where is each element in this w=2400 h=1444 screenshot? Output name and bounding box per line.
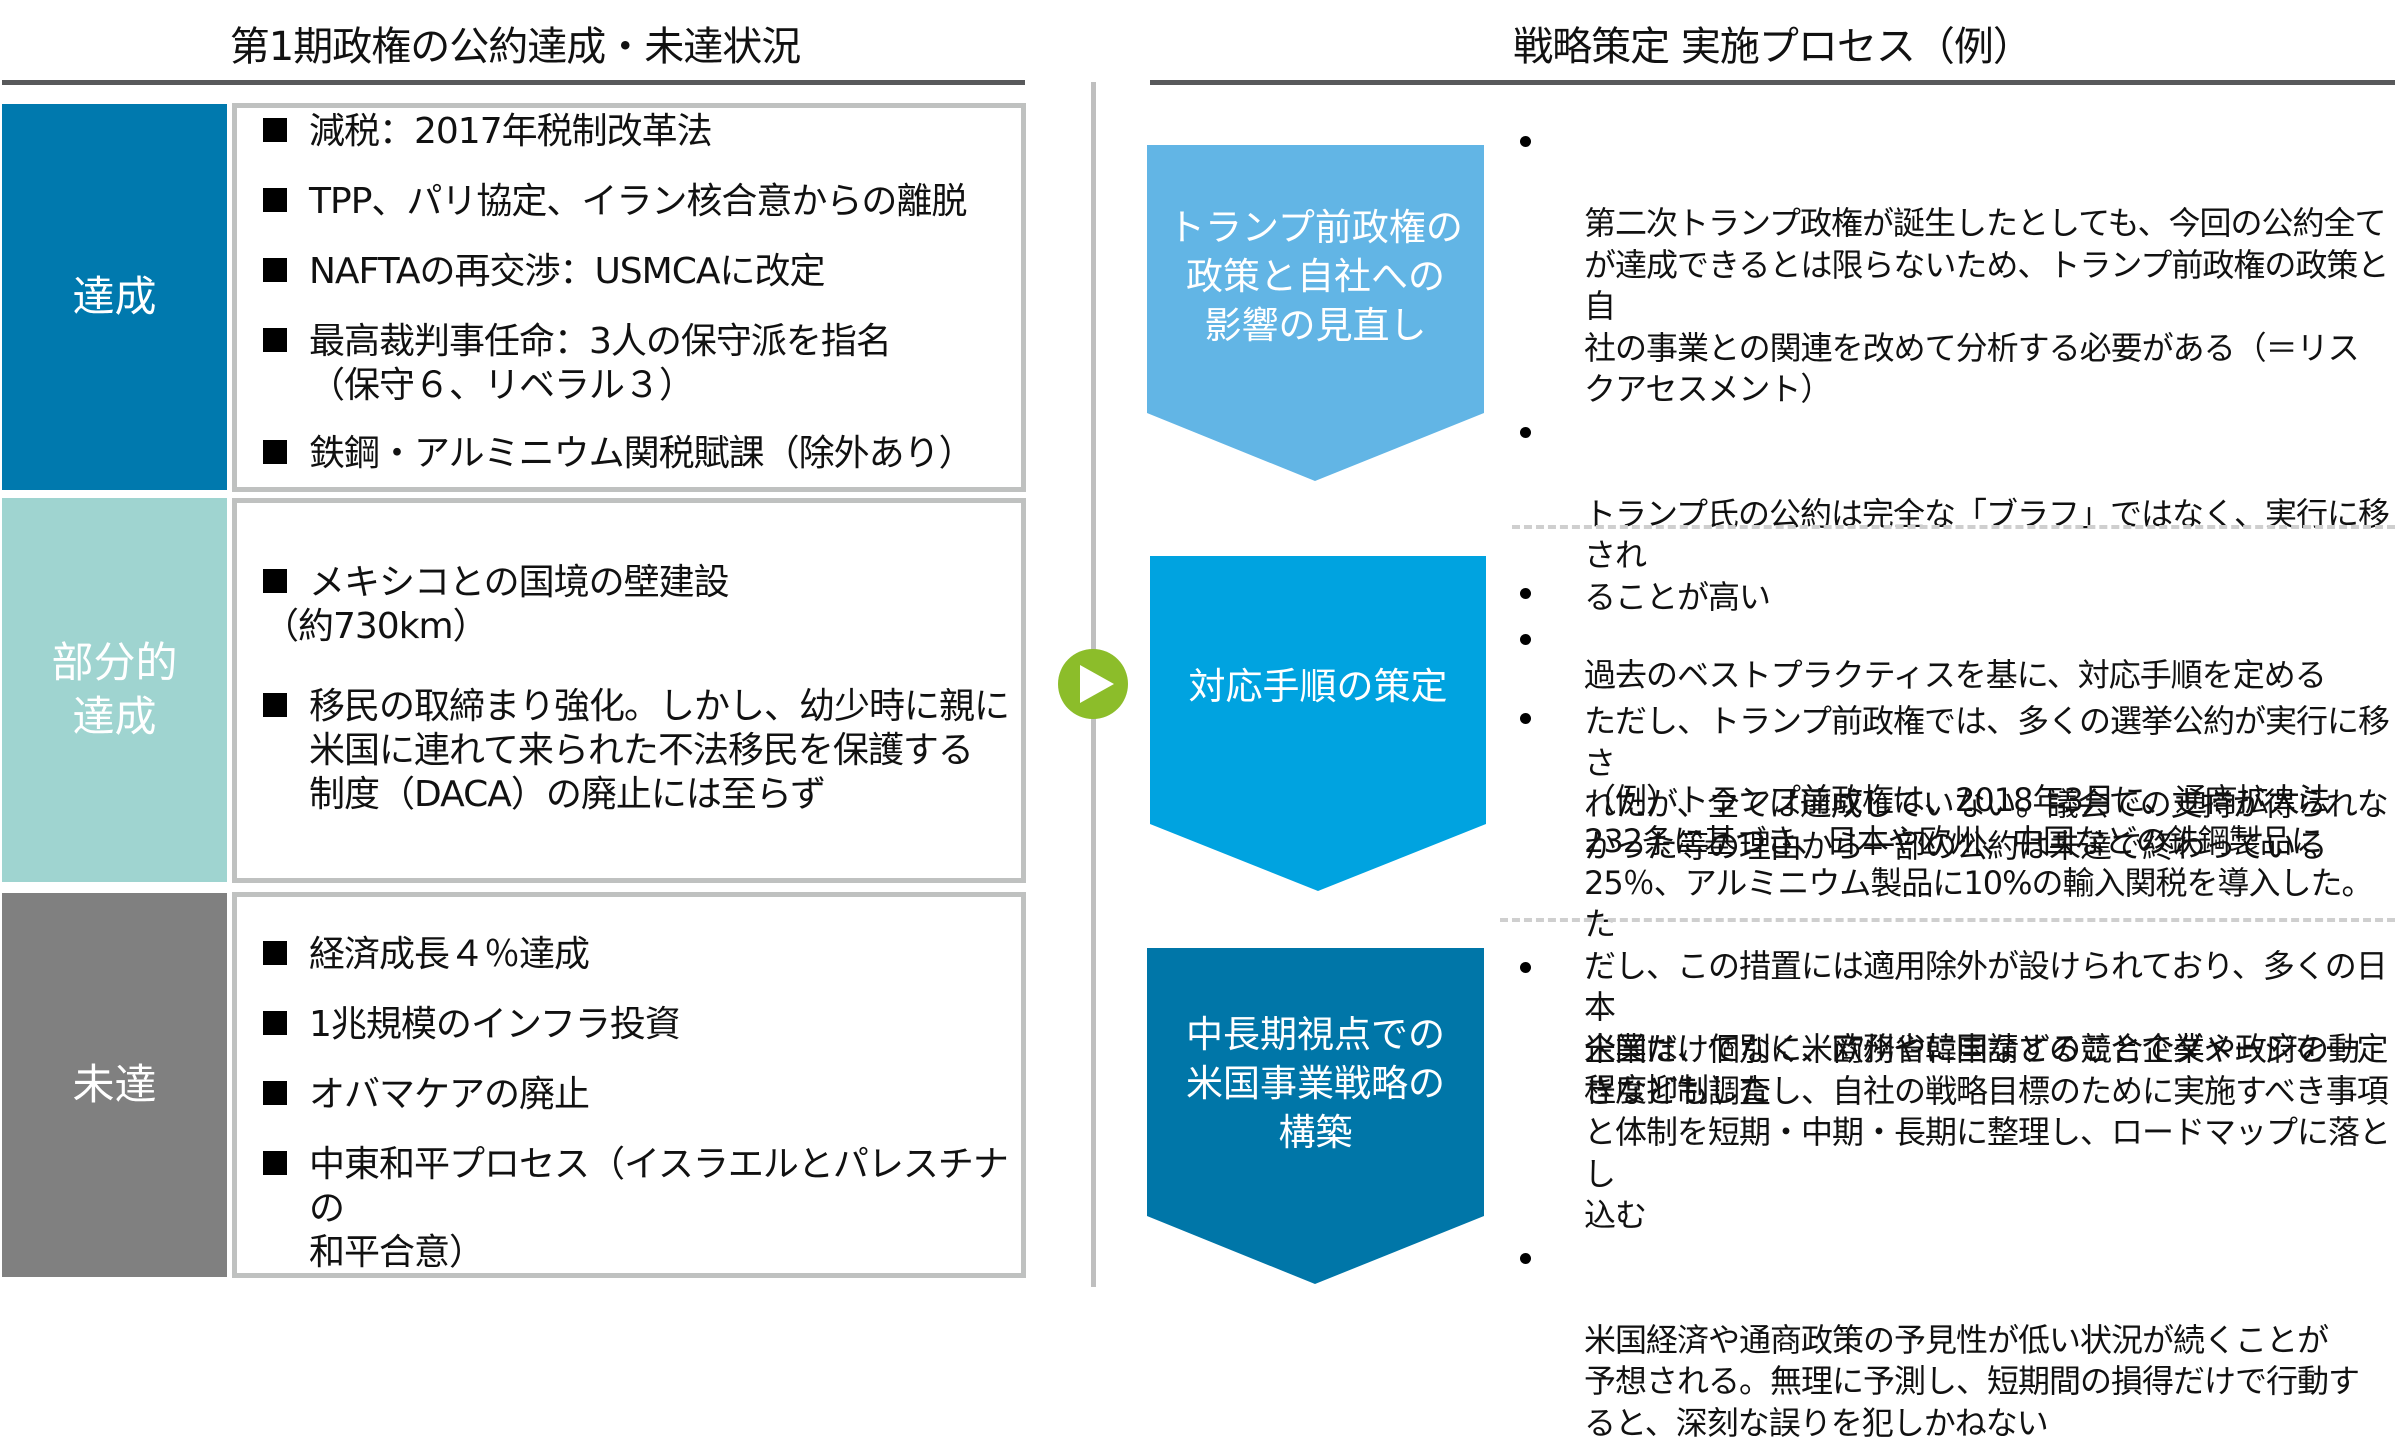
bullet-item: 第二次トランプ政権が誕生したとしても、今回の公約全て が達成できるとは限らないた… (1512, 120, 2392, 411)
category-label-unachieved: 未達 (2, 893, 227, 1277)
bullet-dot-icon (1520, 427, 1531, 438)
category-label-achieved: 達成 (2, 104, 227, 490)
step-3-label: 中長期視点での 米国事業戦略の 構築 (1147, 1010, 1484, 1157)
square-bullet-icon (263, 258, 287, 282)
list-item: 最高裁判事任命：3人の保守派を指名 （保守６、リベラル３） (263, 320, 891, 408)
category-label-partial: 部分的 達成 (2, 498, 227, 882)
right-panel-title: 戦略策定 実施プロセス（例） (1150, 14, 2395, 72)
achieved-items-box: 減税：2017年税制改革法 TPP、パリ協定、イラン核合意からの離脱 NAFTA… (232, 103, 1026, 492)
square-bullet-icon (263, 118, 287, 142)
left-title-rule (2, 80, 1025, 85)
bullet-dot-icon (1520, 1253, 1531, 1264)
list-item: 減税：2017年税制改革法 (263, 110, 712, 154)
square-bullet-icon (263, 1151, 287, 1175)
process-step-3: 中長期視点での 米国事業戦略の 構築 (1147, 948, 1484, 1284)
step-2-label: 対応手順の策定 (1150, 662, 1486, 711)
partial-items-box: メキシコとの国境の壁建設（約730km） 移民の取締まり強化。しかし、幼少時に親… (232, 498, 1026, 883)
unachieved-items-box: 経済成長４％達成 1兆規模のインフラ投資 オバマケアの廃止 中東和平プロセス（イ… (232, 892, 1026, 1278)
step-3-bullets: 米国だけでなく、欧州や韓国などの競合企業や政府の動 きなども調査し、自社の戦略目… (1512, 946, 2392, 1444)
list-item: 中東和平プロセス（イスラエルとパレスチナの 和平合意） (263, 1143, 1021, 1275)
list-item: 移民の取締まり強化。しかし、幼少時に親に 米国に連れて来られた不法移民を保護する… (263, 685, 1009, 817)
play-icon (1058, 649, 1128, 719)
bullet-dot-icon (1520, 713, 1531, 724)
chevron-down-shape (1150, 556, 1486, 891)
bullet-dot-icon (1520, 136, 1531, 147)
list-item: NAFTAの再交渉：USMCAに改定 (263, 250, 824, 294)
list-item: オバマケアの廃止 (263, 1073, 589, 1117)
bullet-item: 過去のベストプラクティスを基に、対応手順を定める (1512, 572, 2392, 697)
bullet-item: 米国経済や通商政策の予見性が低い状況が続くことが 予想される。無理に予測し、短期… (1512, 1237, 2392, 1444)
list-item: 鉄鋼・アルミニウム関税賦課（除外あり） (263, 432, 974, 476)
process-step-1: トランプ前政権の 政策と自社への 影響の見直し (1147, 145, 1484, 481)
square-bullet-icon (263, 328, 287, 352)
left-panel-title: 第1期政権の公約達成・未達状況 (0, 14, 1030, 72)
step-1-label: トランプ前政権の 政策と自社への 影響の見直し (1147, 203, 1484, 350)
square-bullet-icon (263, 440, 287, 464)
bullet-dot-icon (1520, 588, 1531, 599)
square-bullet-icon (263, 1081, 287, 1105)
square-bullet-icon (263, 1011, 287, 1035)
list-item: 経済成長４％達成 (263, 933, 589, 977)
play-arrow-connector (1058, 649, 1128, 719)
square-bullet-icon (263, 693, 287, 717)
process-step-2: 対応手順の策定 (1150, 556, 1486, 891)
bullet-item: 米国だけでなく、欧州や韓国などの競合企業や政府の動 きなども調査し、自社の戦略目… (1512, 946, 2392, 1237)
square-bullet-icon (263, 188, 287, 212)
list-item: メキシコとの国境の壁建設（約730km） (237, 561, 1021, 649)
list-item: TPP、パリ協定、イラン核合意からの離脱 (263, 180, 966, 224)
bullet-dot-icon (1520, 962, 1531, 973)
list-item: 1兆規模のインフラ投資 (263, 1003, 680, 1047)
step-separator (1512, 525, 2395, 529)
step-separator (1500, 918, 2395, 922)
right-title-rule (1150, 80, 2395, 85)
square-bullet-icon (263, 569, 287, 593)
square-bullet-icon (263, 941, 287, 965)
